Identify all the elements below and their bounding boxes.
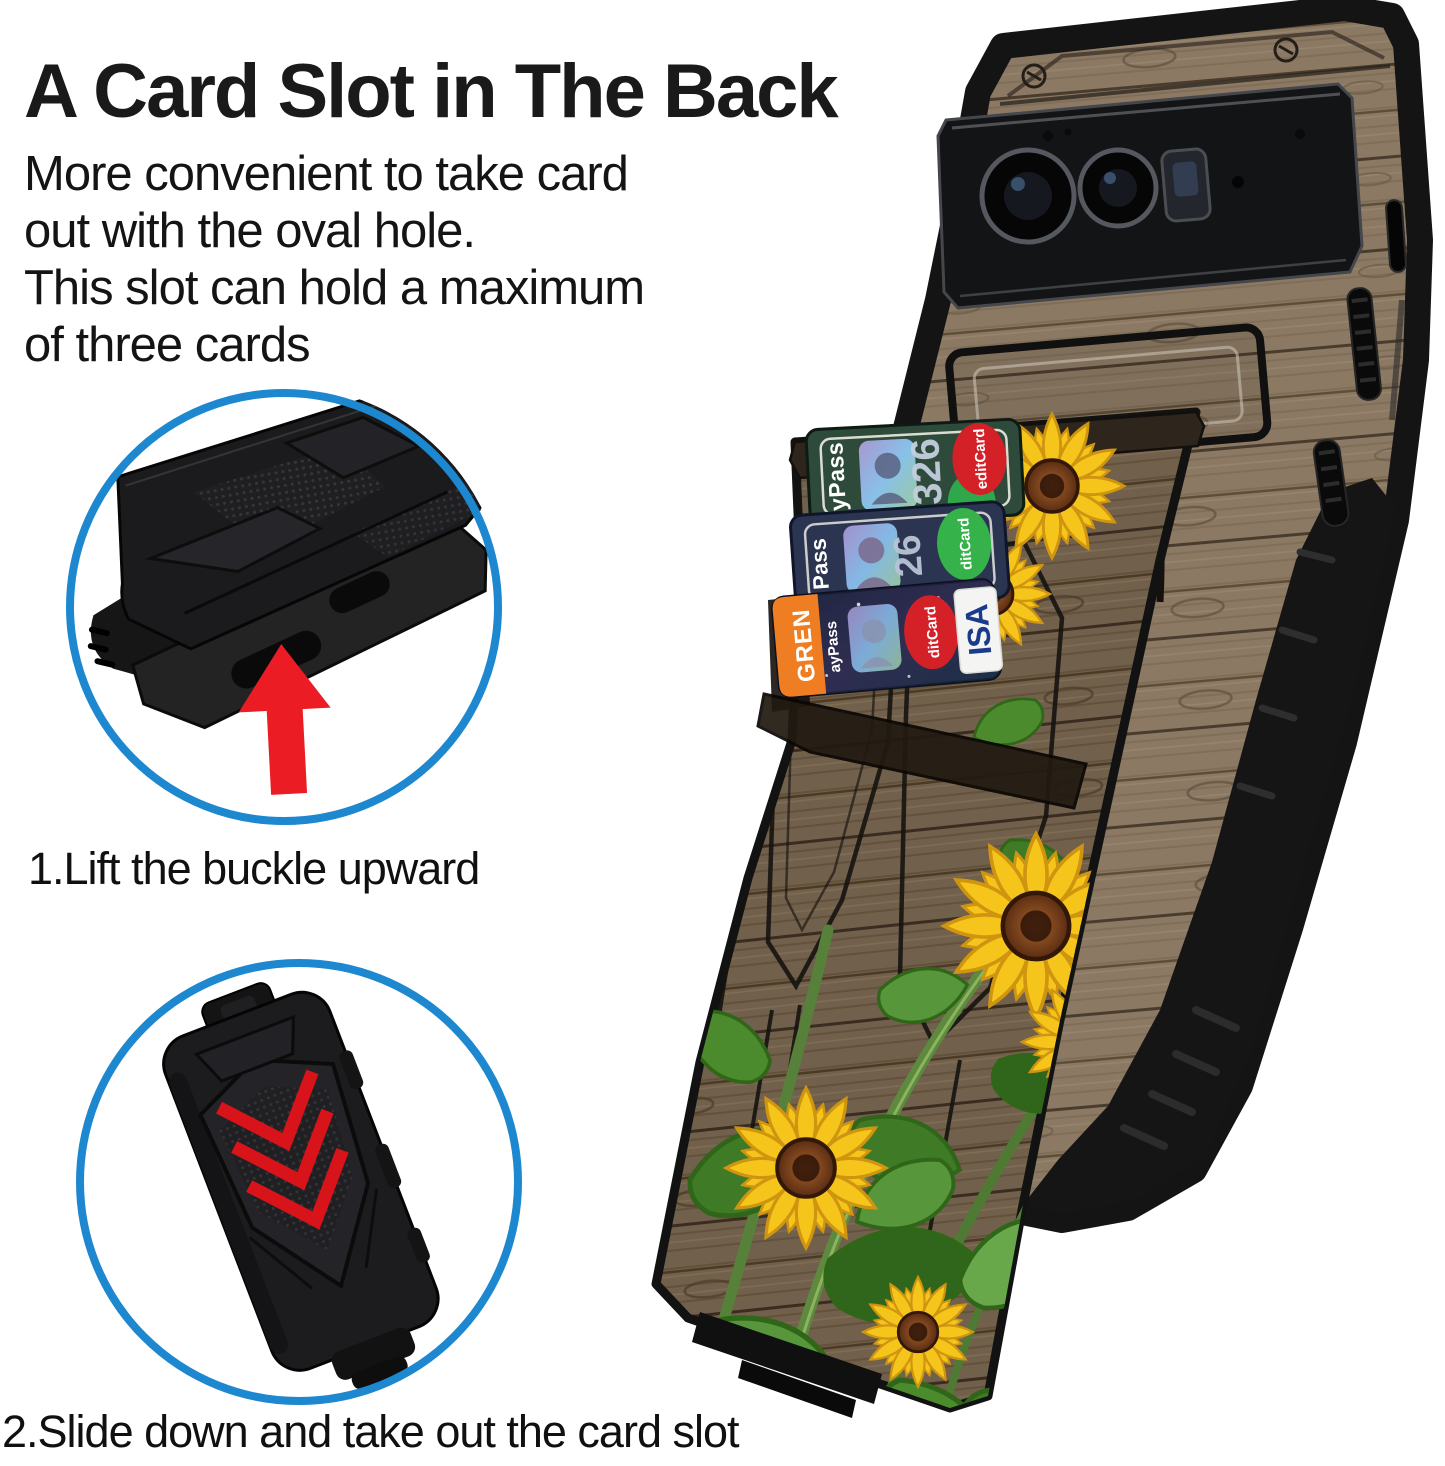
inset-circle-2 (73, 956, 525, 1408)
brand-label: ditCard (955, 517, 976, 571)
page-title: A Card Slot in The Back (24, 49, 839, 134)
paypass-label: Pass (805, 538, 834, 591)
issuer-label: GREN (788, 608, 821, 683)
pocket-front-lip (756, 692, 1088, 810)
flash-dot (1043, 131, 1053, 141)
mic-dot (1295, 129, 1305, 139)
credit-card-dark: GREN ayPass ditCard ISA (771, 578, 1004, 699)
flash-dot (1064, 128, 1072, 136)
usb-port (329, 571, 390, 614)
camera-sensor (1160, 147, 1212, 223)
side-buttons (1312, 199, 1407, 527)
red-down-chevrons-icon (216, 1069, 349, 1230)
visa-label: ISA (958, 603, 998, 657)
visa-badge (953, 586, 1004, 675)
step-2-caption: 2.Slide down and take out the card slot (2, 1406, 740, 1457)
camera-lens-icon (979, 147, 1077, 245)
paypass-label: yPass (821, 441, 851, 511)
description-text: More convenient to take card out with th… (24, 147, 645, 372)
blue-ring (66, 389, 502, 825)
card-number: 326 (903, 437, 950, 506)
brand-label: ditCard (922, 605, 944, 659)
issuer-badge (772, 594, 827, 697)
right-bumper (1022, 299, 1405, 1214)
blue-ring (76, 959, 522, 1405)
brand-label: editCard (971, 428, 991, 490)
bottom-clip-tab (692, 1312, 882, 1418)
paypass-label: ayPass (823, 620, 844, 673)
inset-circle-1 (63, 386, 505, 828)
top-plate (999, 29, 1391, 106)
mic-dot (1232, 176, 1244, 188)
red-up-arrow-icon (238, 644, 331, 795)
screw-icon (1021, 63, 1047, 89)
card-slot-piece-closeup (162, 982, 440, 1390)
power-button (1385, 199, 1407, 273)
screw-icon (1273, 37, 1299, 63)
step-1-caption: 1.Lift the buckle upward (28, 843, 480, 894)
camera-visor (936, 82, 1364, 310)
camera-lens-icon (1077, 147, 1159, 229)
case-bottom-closeup (87, 386, 489, 730)
card-number: 26 (886, 533, 931, 578)
